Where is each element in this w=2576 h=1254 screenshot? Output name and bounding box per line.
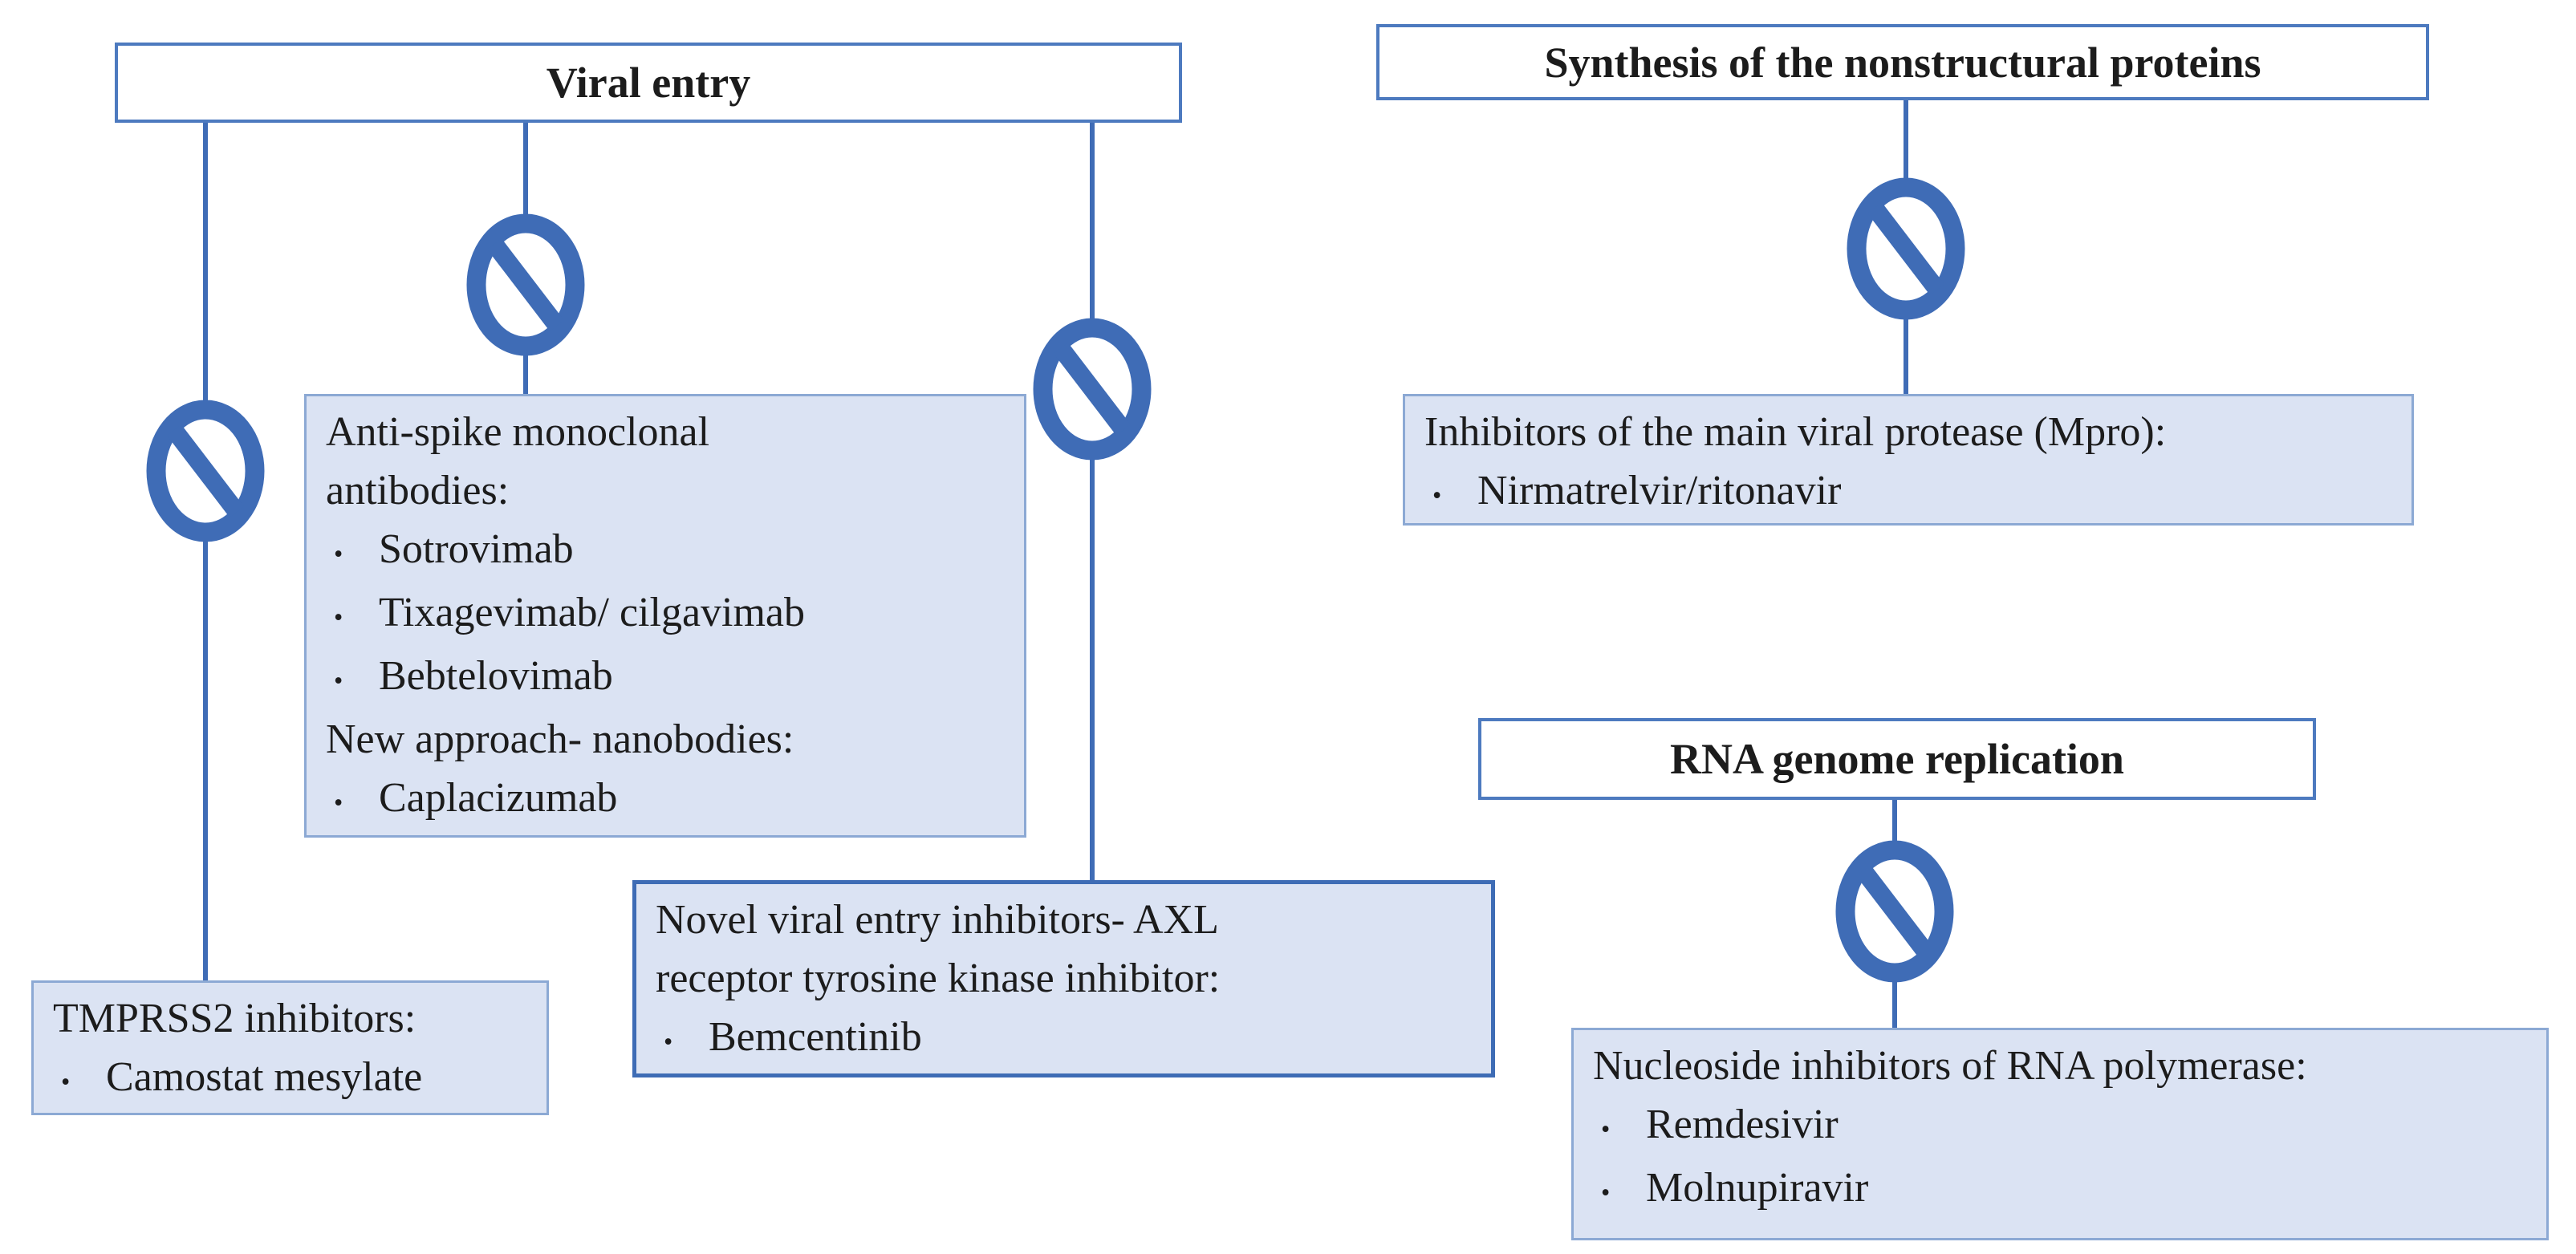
text-line: Inhibitors of the main viral protease (M… xyxy=(1424,403,2392,461)
connector-line-viral-to-novel xyxy=(1090,123,1095,882)
bullet-item: • Nirmatrelvir/ritonavir xyxy=(1424,461,2392,525)
bullet-icon: • xyxy=(1601,1178,1611,1207)
line-text: Nirmatrelvir/ritonavir xyxy=(1477,468,1842,513)
bullet-item: • Molnupiravir xyxy=(1593,1159,2527,1222)
text-line: TMPRSS2 inhibitors: xyxy=(53,989,527,1048)
bullet-item: • Tixagevimab/ cilgavimab xyxy=(326,583,1005,647)
text-line: Anti-spike monoclonal xyxy=(326,403,1005,461)
bullet-icon: • xyxy=(334,666,343,695)
line-text: Bemcentinib xyxy=(709,1014,922,1060)
line-text: Molnupiravir xyxy=(1646,1165,1869,1211)
header-rna-label: RNA genome replication xyxy=(1670,735,2124,783)
header-synthesis-nonstructural-proteins: Synthesis of the nonstructural proteins xyxy=(1376,24,2429,100)
box-novel-viral-entry-inhibitors: Novel viral entry inhibitors- AXL recept… xyxy=(632,880,1495,1077)
header-viral-entry-label: Viral entry xyxy=(546,59,751,107)
line-text: Inhibitors of the main viral protease (M… xyxy=(1424,409,2167,455)
bullet-icon: • xyxy=(1432,481,1442,509)
text-line: antibodies: xyxy=(326,461,1005,520)
box-mpro-inhibitors: Inhibitors of the main viral protease (M… xyxy=(1403,394,2414,526)
line-text: Bebtelovimab xyxy=(379,653,613,699)
bullet-icon: • xyxy=(61,1067,71,1096)
bullet-item: • Camostat mesylate xyxy=(53,1048,527,1111)
connector-line-viral-to-tmprss2 xyxy=(203,123,208,982)
line-text: Nucleoside inhibitors of RNA polymerase: xyxy=(1593,1043,2307,1089)
bullet-icon: • xyxy=(334,603,343,631)
text-line: receptor tyrosine kinase inhibitor: xyxy=(656,949,1472,1008)
bullet-item: • Bebtelovimab xyxy=(326,647,1005,710)
box-tmprss2-inhibitors: TMPRSS2 inhibitors: • Camostat mesylate xyxy=(31,980,549,1115)
line-text: TMPRSS2 inhibitors: xyxy=(53,996,416,1041)
header-viral-entry: Viral entry xyxy=(115,43,1182,123)
line-text: Sotrovimab xyxy=(379,526,574,572)
no-entry-icon xyxy=(466,213,585,356)
text-line: Nucleoside inhibitors of RNA polymerase: xyxy=(1593,1037,2527,1095)
bullet-item: • Bemcentinib xyxy=(656,1008,1472,1071)
line-text: Novel viral entry inhibitors- AXL xyxy=(656,897,1219,943)
box-nucleoside-inhibitors: Nucleoside inhibitors of RNA polymerase:… xyxy=(1571,1028,2549,1240)
no-entry-icon xyxy=(1835,840,1954,983)
text-line: New approach- nanobodies: xyxy=(326,710,1005,769)
line-text: New approach- nanobodies: xyxy=(326,716,794,762)
bullet-icon: • xyxy=(334,788,343,817)
bullet-item: • Remdesivir xyxy=(1593,1095,2527,1159)
line-text: Tixagevimab/ cilgavimab xyxy=(379,590,805,635)
no-entry-icon xyxy=(1033,318,1152,461)
header-synthesis-label: Synthesis of the nonstructural proteins xyxy=(1544,38,2261,87)
line-text: Caplacizumab xyxy=(379,775,618,821)
line-text: Anti-spike monoclonal xyxy=(326,409,710,455)
text-line: Novel viral entry inhibitors- AXL xyxy=(656,891,1472,949)
box-anti-spike-antibodies: Anti-spike monoclonal antibodies: • Sotro… xyxy=(304,394,1026,838)
bullet-item: • Caplacizumab xyxy=(326,769,1005,832)
line-text: receptor tyrosine kinase inhibitor: xyxy=(656,956,1221,1001)
header-rna-genome-replication: RNA genome replication xyxy=(1478,718,2316,800)
bullet-item: • Sotrovimab xyxy=(326,520,1005,583)
line-text: antibodies: xyxy=(326,468,510,513)
no-entry-icon xyxy=(146,400,265,542)
no-entry-icon xyxy=(1847,177,1965,320)
line-text: Camostat mesylate xyxy=(106,1054,423,1100)
line-text: Remdesivir xyxy=(1646,1102,1839,1147)
bullet-icon: • xyxy=(1601,1114,1611,1143)
bullet-icon: • xyxy=(334,539,343,568)
bullet-icon: • xyxy=(664,1027,673,1056)
